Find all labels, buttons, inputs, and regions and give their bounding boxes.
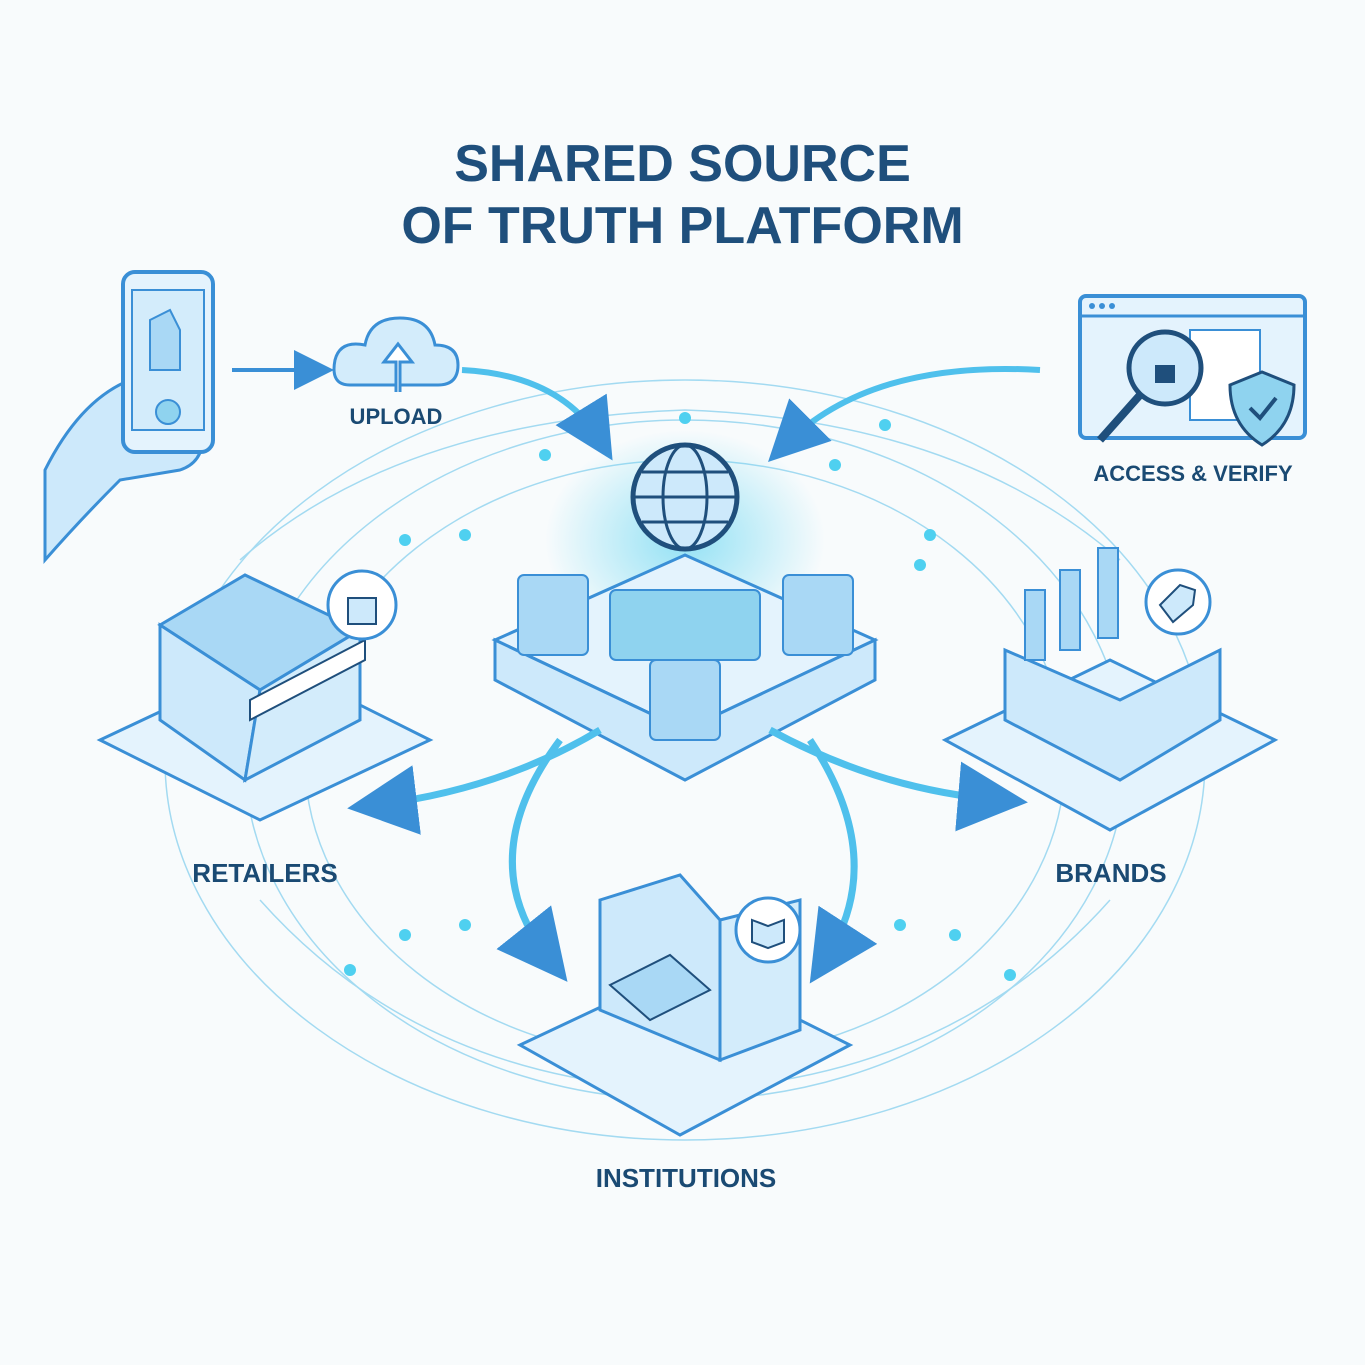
network-nodes bbox=[344, 412, 1016, 981]
page-title-line2: OF TRUTH PLATFORM bbox=[401, 197, 964, 255]
phone-scan-icon bbox=[43, 270, 215, 564]
arrow-upload-to-platform bbox=[461, 367, 613, 461]
page-title-line1: SHARED SOURCE bbox=[454, 135, 911, 193]
globe-icon bbox=[630, 442, 740, 552]
institutions-label: INSTITUTIONS bbox=[595, 1163, 777, 1193]
retailers-label: RETAILERS bbox=[192, 858, 338, 888]
brands-label: BRANDS bbox=[1055, 858, 1167, 888]
factory-icon bbox=[941, 547, 1279, 832]
access-verify-label: ACCESS & VERIFY bbox=[1093, 461, 1293, 486]
institution-building-icon bbox=[516, 873, 854, 1137]
arrow-platform-to-access bbox=[768, 365, 1041, 462]
cloud-upload-icon bbox=[332, 316, 460, 392]
retail-store-icon bbox=[96, 569, 434, 822]
distribution-arrows bbox=[347, 726, 1028, 984]
upload-label: UPLOAD bbox=[349, 404, 443, 429]
browser-verify-icon bbox=[1078, 294, 1307, 447]
